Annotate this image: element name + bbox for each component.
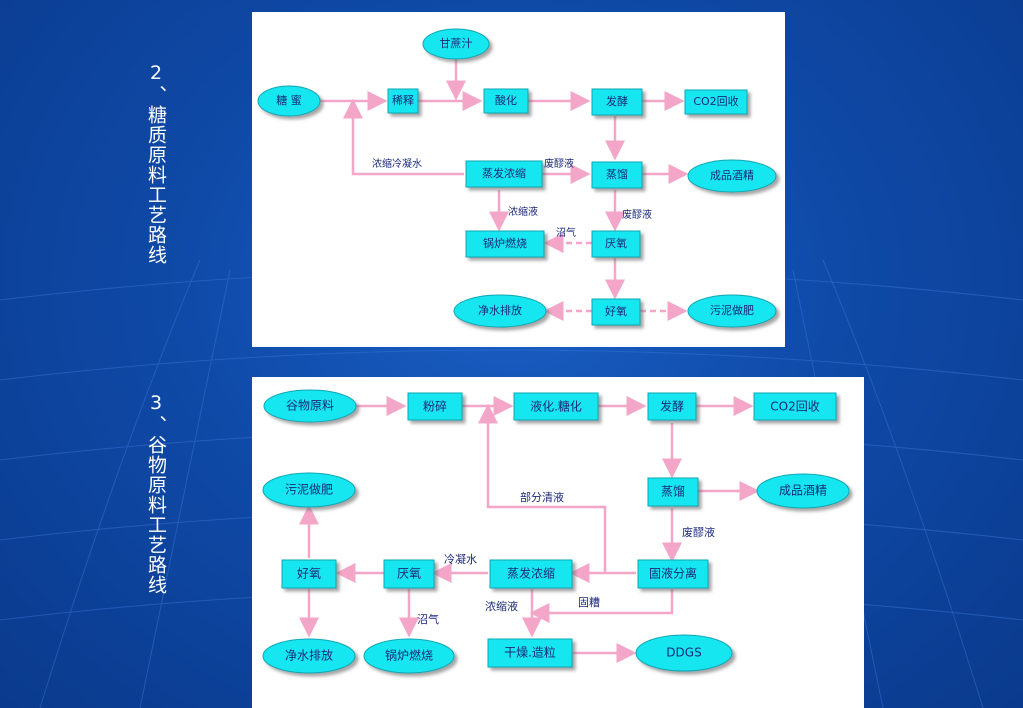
node-co2-label: CO2回收 bbox=[770, 400, 819, 414]
node-anaerobic-label: 厌氧 bbox=[397, 567, 421, 581]
node-ddgs bbox=[635, 634, 733, 672]
grain-route-diagram: 谷物原料 粉碎 液化.糖化 发酵 CO2回收 污泥做肥 蒸馏 成品酒精 好氧 厌… bbox=[252, 377, 864, 708]
label-waste-liquor-1: 废醪液 bbox=[544, 157, 574, 170]
node-evap bbox=[489, 559, 573, 589]
node-ddgs-label: DDGS bbox=[666, 646, 701, 660]
label-waste-liquor-2: 废醪液 bbox=[622, 208, 652, 221]
node-aerobic-label: 好氧 bbox=[605, 304, 627, 318]
label-solids: 固糟 bbox=[578, 595, 600, 609]
node-boiler bbox=[363, 638, 455, 674]
node-crush bbox=[407, 392, 463, 421]
node-sugarcane-juice bbox=[422, 28, 490, 60]
node-molasses-label: 糖 蜜 bbox=[276, 93, 302, 107]
label-partial-clear: 部分清液 bbox=[520, 490, 564, 504]
slide-title-sugar: 2、糖质原料工艺路线 bbox=[145, 62, 167, 265]
node-dry bbox=[487, 638, 573, 668]
node-dry-label: 干燥.造粒 bbox=[504, 645, 556, 660]
node-boiler bbox=[465, 230, 545, 258]
node-ferment-label: 发酵 bbox=[606, 94, 628, 108]
node-boiler-label: 锅炉燃烧 bbox=[385, 648, 433, 663]
node-boiler-label: 锅炉燃烧 bbox=[483, 236, 527, 250]
node-product-label: 成品酒精 bbox=[779, 484, 827, 498]
label-concentrate: 浓缩液 bbox=[508, 205, 538, 218]
node-acidify bbox=[483, 88, 529, 114]
slide-title-grain: 3、谷物原料工艺路线 bbox=[145, 392, 167, 595]
node-sludge bbox=[262, 472, 356, 508]
node-anaerobic-label: 厌氧 bbox=[605, 236, 627, 250]
node-evap-label: 蒸发浓缩 bbox=[482, 166, 526, 180]
node-sludge-label: 污泥做肥 bbox=[710, 303, 754, 317]
label-waste-liquor: 废醪液 bbox=[682, 525, 715, 539]
node-raw bbox=[263, 389, 357, 423]
node-sugarcane-juice-label: 甘蔗汁 bbox=[440, 37, 473, 50]
sugar-route-diagram: 糖 蜜 甘蔗汁 稀释 酸化 发酵 CO2回收 蒸发浓缩 蒸馏 成品酒精 锅炉燃烧… bbox=[252, 12, 785, 347]
label-biogas: 沼气 bbox=[417, 612, 439, 626]
node-anaerobic bbox=[591, 230, 641, 258]
edge-evap-condensate bbox=[343, 98, 464, 176]
node-clean-water-label: 净水排放 bbox=[478, 303, 522, 317]
edge-separate-solids bbox=[529, 589, 674, 623]
node-separate bbox=[637, 559, 709, 589]
node-evap-label: 蒸发浓缩 bbox=[507, 566, 555, 581]
node-liquefy bbox=[513, 392, 599, 421]
label-condensate: 浓缩冷凝水 bbox=[372, 157, 422, 170]
label-condensate: 冷凝水 bbox=[444, 552, 477, 566]
edge-separate-partial-clear bbox=[478, 403, 607, 573]
node-aerobic bbox=[591, 298, 641, 326]
node-ferment bbox=[591, 88, 643, 116]
node-co2-label: CO2回收 bbox=[693, 94, 738, 108]
node-dilution bbox=[387, 88, 419, 114]
node-acidify-label: 酸化 bbox=[495, 93, 517, 107]
node-distill-label: 蒸馏 bbox=[661, 485, 685, 499]
node-distill bbox=[591, 161, 643, 189]
node-sludge-label: 污泥做肥 bbox=[285, 482, 333, 497]
node-clean-water bbox=[262, 638, 356, 674]
node-distill-label: 蒸馏 bbox=[606, 167, 628, 181]
node-evap bbox=[465, 160, 543, 188]
node-molasses bbox=[257, 85, 321, 117]
node-ferment bbox=[647, 392, 697, 421]
node-raw-label: 谷物原料 bbox=[286, 399, 334, 413]
node-product-label: 成品酒精 bbox=[710, 169, 754, 182]
label-concentrate: 浓缩液 bbox=[485, 599, 518, 613]
node-dilution-label: 稀释 bbox=[392, 94, 414, 107]
node-co2 bbox=[753, 392, 837, 421]
node-liquefy-label: 液化.糖化 bbox=[530, 399, 582, 414]
node-sludge bbox=[687, 294, 777, 328]
node-anaerobic bbox=[383, 559, 435, 589]
label-biogas: 沼气 bbox=[556, 226, 576, 239]
node-aerobic-label: 好氧 bbox=[297, 567, 321, 581]
node-separate-label: 固液分离 bbox=[649, 566, 697, 581]
node-aerobic bbox=[281, 559, 337, 589]
node-distill bbox=[647, 477, 699, 507]
node-ferment-label: 发酵 bbox=[660, 399, 684, 414]
node-clean-water bbox=[453, 294, 547, 328]
node-product bbox=[756, 473, 850, 509]
node-product bbox=[687, 159, 777, 193]
node-crush-label: 粉碎 bbox=[423, 399, 447, 414]
node-clean-water-label: 净水排放 bbox=[285, 648, 333, 663]
node-co2 bbox=[684, 89, 748, 115]
